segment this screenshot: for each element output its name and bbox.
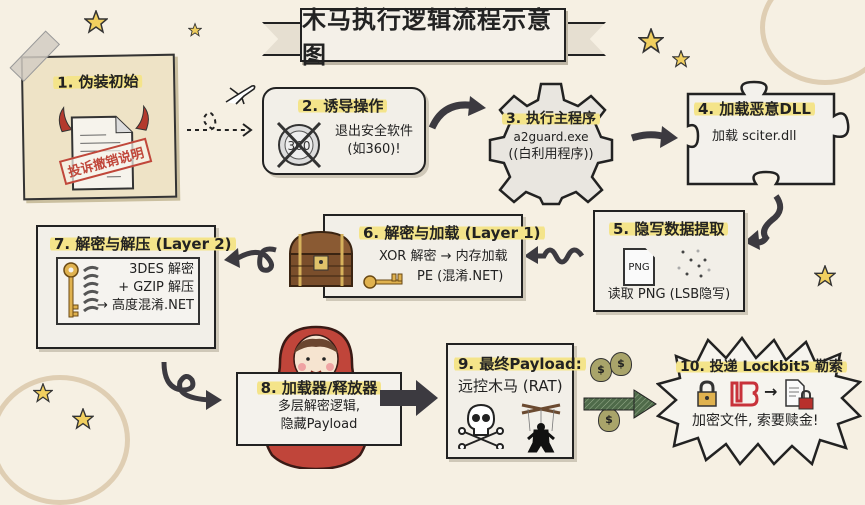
puppet-icon [518, 401, 564, 453]
arrow-9-to-10 [582, 388, 658, 422]
step-2-title: 2. 诱导操作 [298, 97, 387, 115]
padlock-icon [696, 380, 718, 408]
coffee-stain [0, 375, 130, 505]
crossed-360-icon: 360 [274, 119, 324, 169]
arrow-7-to-8 [160, 358, 226, 414]
step-7-title: 7. 解密与解压 (Layer 2) [50, 235, 236, 253]
step-5-line-1: 读取 PNG (LSB隐写) [599, 286, 739, 304]
money-bag-icon: $ [610, 352, 632, 376]
star-icon [72, 408, 94, 430]
step-1-title: 1. 伪装初始 [53, 72, 143, 92]
locked-file-icon [784, 378, 814, 410]
step-6-line-1: XOR 解密 → 内存加载 [379, 248, 508, 266]
dashed-path-arrow [185, 100, 255, 140]
png-file-icon: PNG [623, 248, 655, 286]
arrow-2-to-3 [428, 92, 490, 132]
step-5-title: 5. 隐写数据提取 [609, 220, 728, 238]
star-icon [672, 50, 690, 68]
step-2-line-1: 退出安全软件 [328, 123, 420, 141]
step-9-line-1: 远控木马 (RAT) [458, 377, 563, 395]
step-3-content: 3. 执行主程序 a2guard.exe ((白利用程序)) [490, 108, 612, 164]
step-10-line-1: 加密文件, 索要赎金! [692, 412, 819, 430]
step-7-card: 7. 解密与解压 (Layer 2) 3DES 解密 + GZIP 解压 → 高… [36, 225, 216, 349]
arrow-3-to-4 [630, 122, 680, 152]
key-icon [362, 272, 406, 290]
step-3-title: 3. 执行主程序 [502, 111, 600, 127]
step-4-title: 4. 加载恶意DLL [694, 100, 815, 118]
coffee-stain [760, 0, 865, 85]
star-icon [188, 18, 202, 42]
step-6-line-2: PE (混淆.NET) [417, 268, 503, 286]
page-title: 木马执行逻辑流程示意图 [302, 0, 564, 70]
step-6-title: 6. 解密与加载 (Layer 1) [359, 224, 545, 242]
step-5-card: 5. 隐写数据提取 PNG 读取 PNG (LSB隐写) [593, 210, 745, 312]
step-9-title: 9. 最终Payload: [454, 355, 586, 373]
step-2-line-2: (如360)! [328, 141, 420, 159]
step-4-line-1: 加载 sciter.dll [712, 128, 797, 146]
step-1-note: 1. 伪装初始 投诉撤销说明 [21, 54, 177, 201]
title-banner: 木马执行逻辑流程示意图 [300, 8, 566, 62]
step-9-card: 9. 最终Payload: 远控木马 (RAT) [446, 343, 574, 459]
star-icon [638, 28, 664, 54]
dots-icon [673, 248, 715, 282]
step-7-line-3: → 高度混淆.NET [97, 297, 194, 315]
step-8-title: 8. 加载器/释放器 [257, 379, 382, 397]
step-7-inner-box: 3DES 解密 + GZIP 解压 → 高度混淆.NET [56, 257, 200, 325]
step-3-line-1: a2guard.exe [490, 128, 612, 146]
arrow-glyph: → [764, 382, 777, 401]
treasure-chest-icon [286, 228, 356, 290]
step-8-line-2: 隐藏Payload [238, 416, 400, 434]
step-7-line-1: 3DES 解密 [97, 261, 194, 279]
step-10-title: 10. 投递 Lockbit5 勒索 [676, 359, 847, 375]
star-icon [33, 383, 53, 403]
star-icon [84, 10, 108, 34]
step-7-line-2: + GZIP 解压 [97, 279, 194, 297]
key-icon [62, 261, 80, 321]
step-2-card: 2. 诱导操作 360 退出安全软件 (如360)! [262, 87, 426, 175]
arrow-5-to-6 [522, 240, 584, 270]
skull-crossbones-icon [456, 403, 506, 449]
money-bag-icon: $ [590, 358, 612, 382]
step-8-line-1: 多层解密逻辑, [238, 398, 400, 416]
arrow-8-to-9 [378, 378, 440, 418]
arrow-4-to-5 [742, 192, 792, 252]
star-icon [814, 265, 836, 287]
lockbit-logo-icon [729, 380, 759, 408]
step-3-line-2: ((白利用程序)) [490, 146, 612, 164]
